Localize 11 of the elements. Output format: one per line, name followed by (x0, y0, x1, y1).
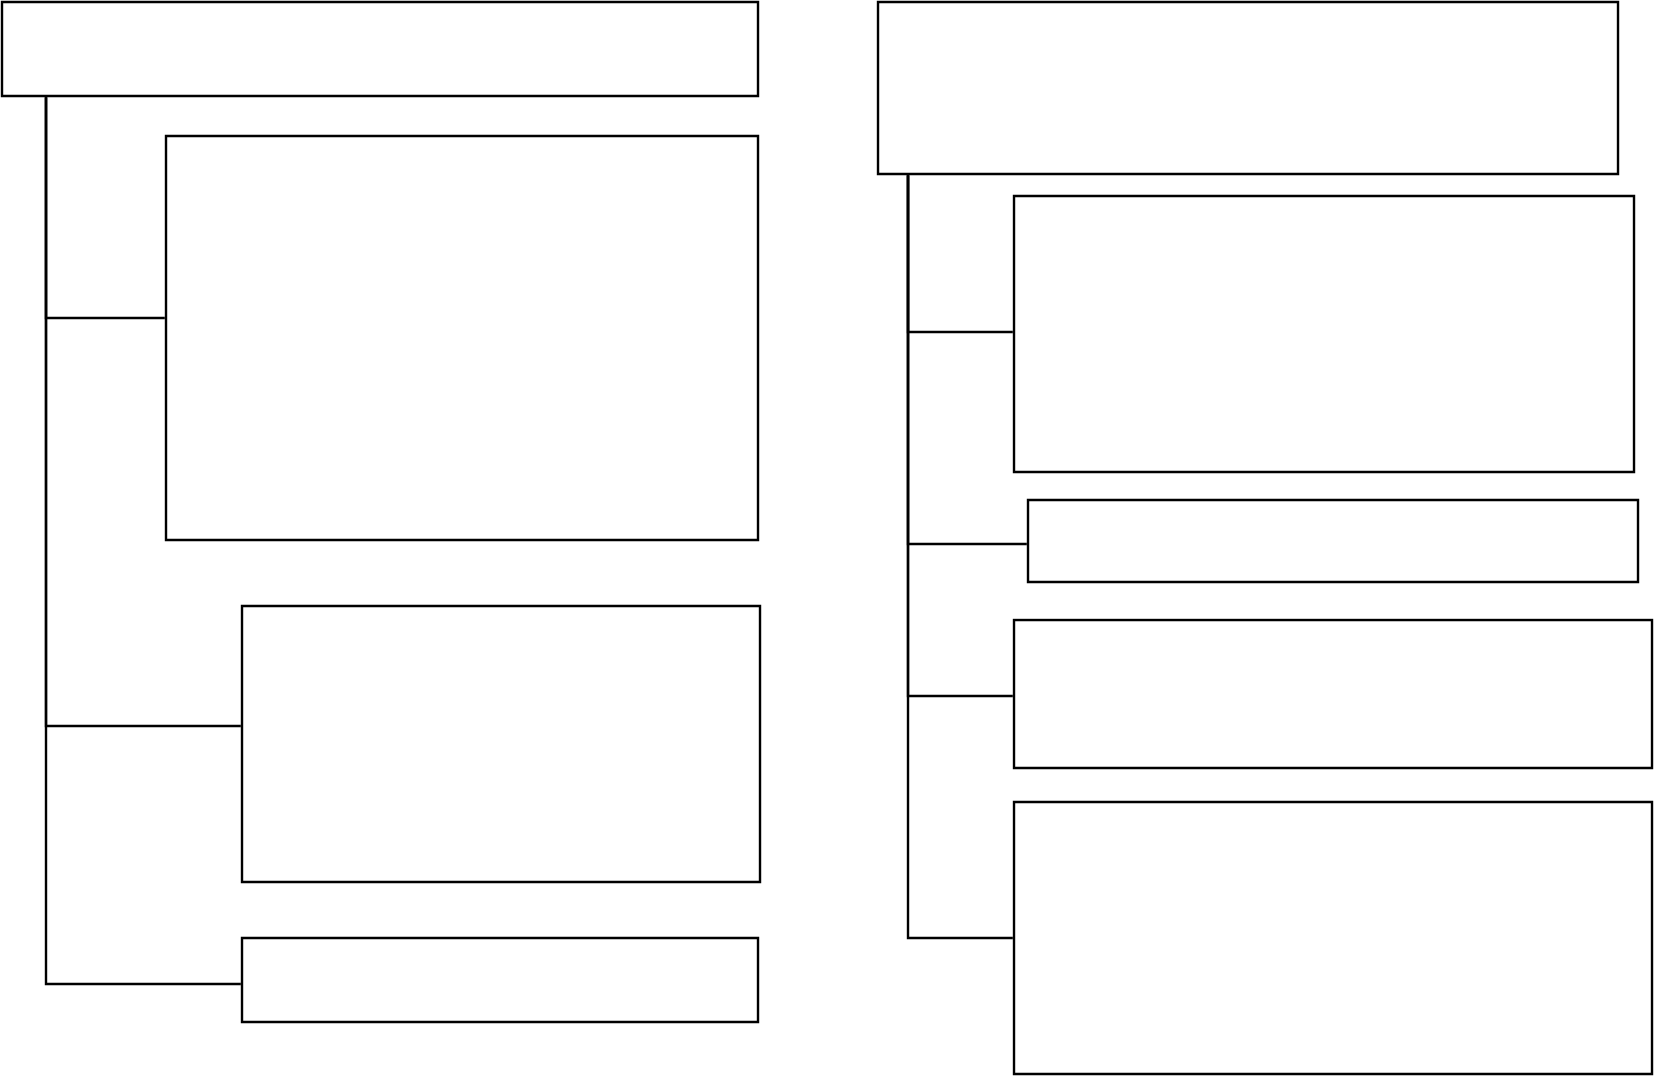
box (1012, 800, 1654, 1076)
connector-line (44, 97, 241, 986)
box (876, 0, 1620, 176)
box (0, 0, 760, 98)
box (240, 604, 762, 884)
box (240, 936, 760, 1024)
box (1012, 618, 1654, 770)
box (1026, 498, 1640, 584)
box (164, 134, 760, 542)
connector-line (906, 175, 1013, 940)
box (1012, 194, 1636, 474)
